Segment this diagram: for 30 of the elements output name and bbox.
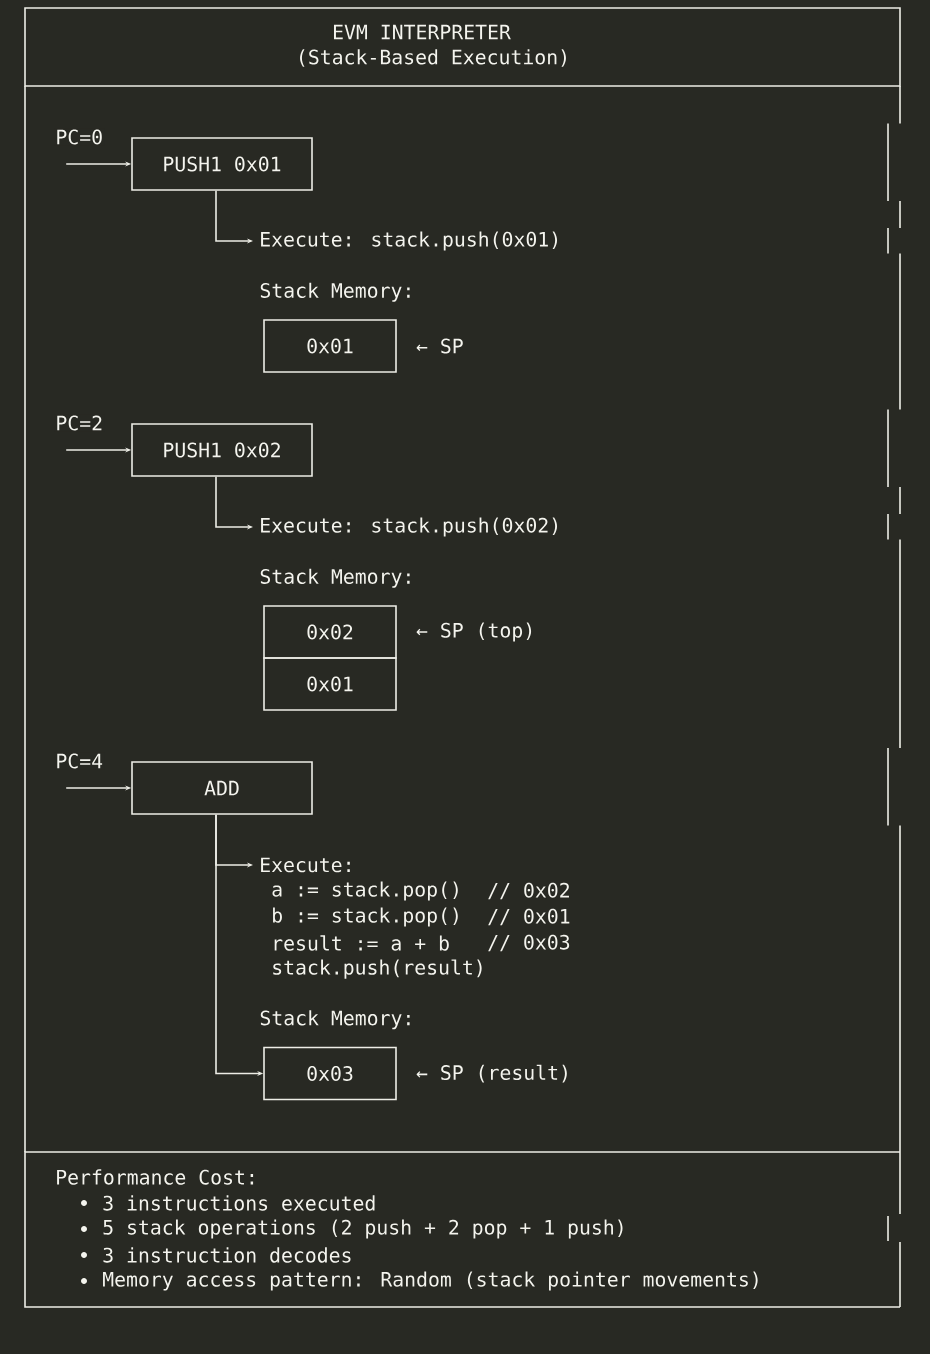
instruction-box: PUSH1 0x02	[131, 423, 313, 477]
instruction-box: PUSH1 0x01	[131, 137, 313, 191]
subtitle-text: (Stack-Based Execution)	[300, 49, 566, 67]
code-line: a := stack.pop()	[272, 881, 458, 901]
stack-cell: 0x01	[263, 319, 397, 373]
section-heading: Stack Memory:	[260, 282, 410, 302]
bullet-text: Memory access pattern: Random (stack pointer movements)	[103, 1271, 758, 1291]
footer-heading: Performance Cost:	[57, 1169, 254, 1185]
instruction-box: ADD	[131, 761, 313, 815]
stack-cell: 0x02	[263, 605, 397, 659]
code-comment: // 0x01	[488, 908, 570, 926]
stack-cell: 0x03	[263, 1046, 397, 1101]
pointer-label: ← SP (top)	[416, 622, 532, 642]
code-line: stack.push(result)	[273, 959, 482, 979]
stack-cell: 0x01	[263, 657, 397, 711]
code-line: result := a + b	[274, 935, 449, 951]
bullet-text: 3 instruction decodes	[103, 1247, 351, 1263]
code-line: b := stack.pop()	[273, 907, 458, 927]
title-text: EVM INTERPRETER	[334, 24, 511, 40]
code-comment: // 0x03	[488, 934, 570, 952]
execute-text: Execute: stack.push(0x01)	[261, 231, 558, 251]
pointer-label: ← SP	[416, 338, 463, 354]
section-heading: Stack Memory:	[260, 568, 410, 588]
execute-text: Execute: stack.push(0x02)	[261, 517, 558, 537]
execute-text: Execute:	[261, 857, 350, 873]
bullet-text: 5 stack operations (2 push + 2 pop + 1 push)	[103, 1219, 623, 1239]
section-heading: Stack Memory:	[260, 1010, 410, 1030]
bullet-text: 3 instructions executed	[103, 1195, 375, 1211]
pointer-label: ← SP (result)	[416, 1064, 567, 1083]
code-comment: // 0x02	[488, 882, 569, 900]
